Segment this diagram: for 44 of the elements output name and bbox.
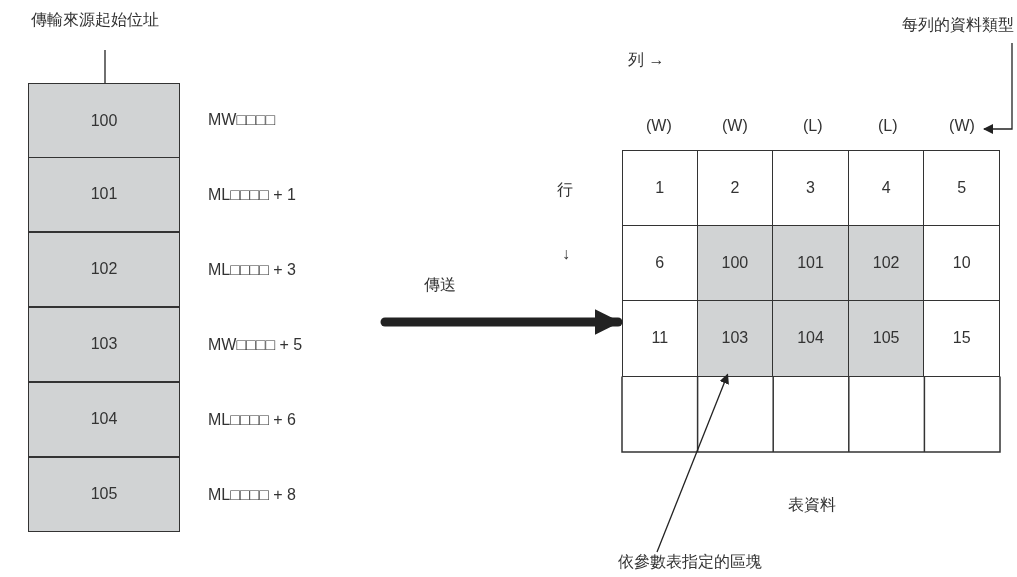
row-direction-label: ↓ xyxy=(562,245,570,263)
table-cell: 15 xyxy=(924,301,1000,377)
table-cell: 102 xyxy=(848,225,925,301)
register-address: ML□□□□ + 8 xyxy=(208,485,296,504)
register-address: MW□□□□ + 5 xyxy=(208,335,303,354)
register-address: ML□□□□ + 1 xyxy=(208,185,296,204)
row-direction-label: 行 xyxy=(557,180,573,200)
table-cell: 4 xyxy=(848,150,925,226)
arrow xyxy=(656,373,729,553)
memory-word-box: 105 xyxy=(28,456,180,532)
memory-word-box: 104 xyxy=(28,381,180,457)
edge-label: 傳送 xyxy=(424,275,456,295)
table-cell: 3 xyxy=(773,150,849,226)
table-cell: 101 xyxy=(773,225,849,301)
memory-word-box: 102 xyxy=(28,231,180,307)
register-address: ML□□□□ + 6 xyxy=(208,410,296,429)
table-cell: 5 xyxy=(924,150,1000,226)
memory-word-box: 103 xyxy=(28,306,180,382)
table-cell: 6 xyxy=(622,225,698,301)
data-type-label: (L) xyxy=(878,117,898,135)
table-cell: 1 xyxy=(622,150,698,226)
annotation-text: (W) xyxy=(940,117,984,141)
table-cell: 104 xyxy=(773,301,849,377)
table-cell: 2 xyxy=(697,150,774,226)
table-caption: 表資料 xyxy=(786,495,837,515)
annotation-text: 每列的資料類型 xyxy=(848,15,1014,41)
arrow xyxy=(983,42,1013,134)
data-type-label: (W) xyxy=(646,117,672,135)
annotation-text: 傳輸來源起始位址 xyxy=(10,10,180,36)
table-cell: 105 xyxy=(848,301,925,377)
annotation-text: 依參數表指定的區塊 xyxy=(590,552,790,576)
column-direction-label: 列 → xyxy=(628,50,665,70)
memory-word-box: 100 xyxy=(28,83,180,158)
register-address: MW□□□□ xyxy=(208,110,276,129)
table-cell: 11 xyxy=(622,301,698,377)
transfer-arrow xyxy=(380,309,623,335)
register-address: ML□□□□ + 3 xyxy=(208,260,296,279)
data-type-label: (L) xyxy=(803,117,823,135)
memory-word-box: 101 xyxy=(28,156,180,232)
data-type-label: (W) xyxy=(722,117,748,135)
table-cell: 10 xyxy=(924,225,1000,301)
table-cell: 100 xyxy=(697,225,774,301)
leader-line xyxy=(104,49,106,84)
table-cell: 103 xyxy=(697,301,774,377)
